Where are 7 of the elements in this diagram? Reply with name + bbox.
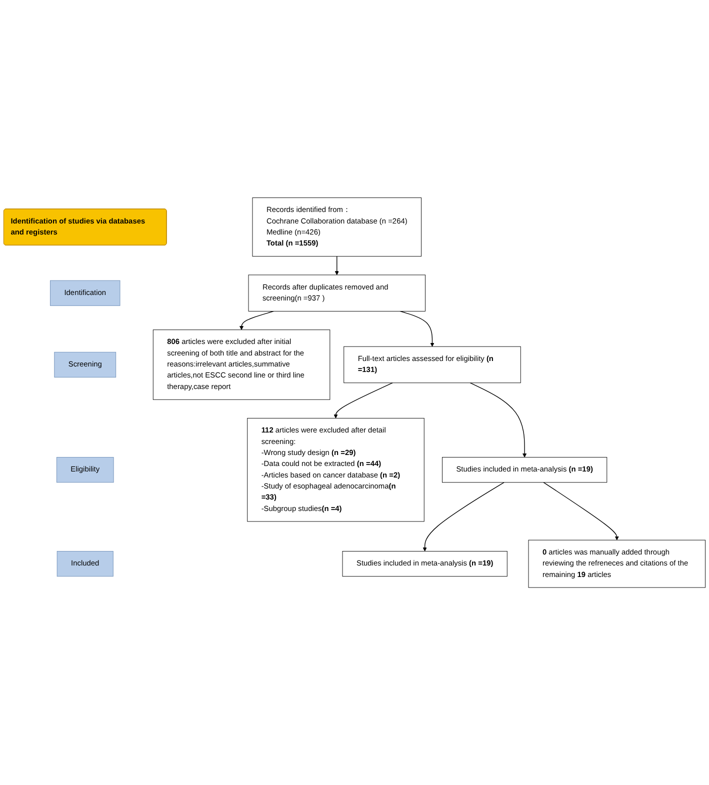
arrow [400,310,434,347]
arrow [470,382,527,458]
arrow [543,482,619,540]
arrow [334,382,393,418]
arrow [422,482,504,552]
arrow [334,256,339,275]
arrow [239,310,274,330]
